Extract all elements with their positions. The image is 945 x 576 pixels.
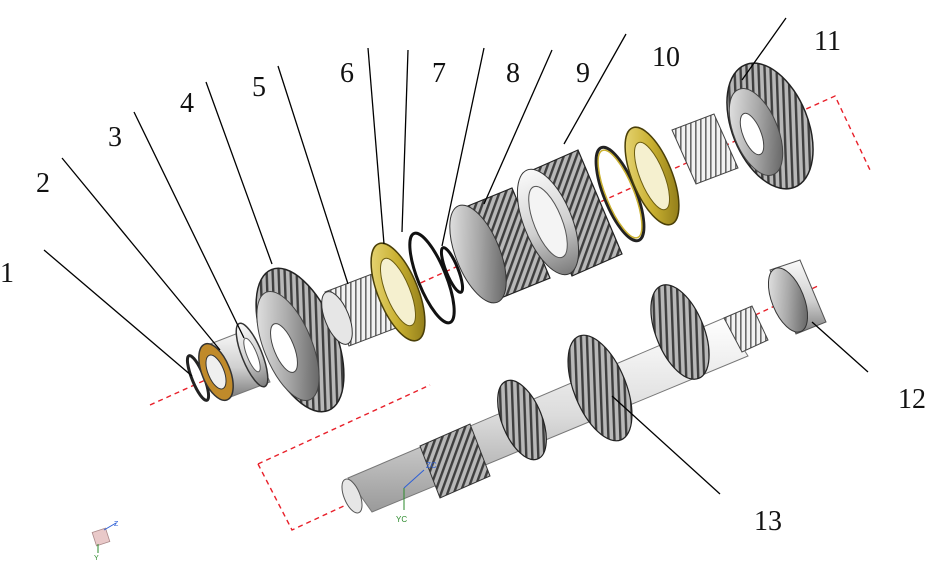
part-7-ring <box>408 231 465 325</box>
countershaft-gear-large <box>650 284 710 380</box>
axis-marker-zc: ZC <box>426 461 437 470</box>
part-8-synchronizer-hub <box>449 187 551 304</box>
callout-13: 13 <box>754 506 782 537</box>
upper-axis-box <box>149 95 871 406</box>
axis-marker: YC ZC <box>396 461 437 524</box>
part-3-thrust-washer <box>235 322 269 388</box>
callout-5: 5 <box>252 72 266 103</box>
callout-7: 7 <box>432 58 446 89</box>
axis-marker-yc: YC <box>396 515 407 524</box>
countershaft-gear-mid <box>567 334 633 442</box>
callout-10: 10 <box>652 42 680 73</box>
callout-12: 12 <box>898 384 926 415</box>
part-needle-bearing-b <box>671 113 739 185</box>
triad-z: Z <box>114 521 119 528</box>
callout-3: 3 <box>108 122 122 153</box>
part-6-synchronizer-ring <box>370 242 426 342</box>
leader-lines <box>43 17 869 495</box>
callout-6: 6 <box>340 58 354 89</box>
part-10-synchronizer-ring <box>624 126 680 226</box>
countershaft-gear-small <box>497 379 547 461</box>
triad-y: Y <box>94 555 99 562</box>
part-13-countershaft <box>341 305 769 514</box>
callout-4: 4 <box>180 88 194 119</box>
part-9-sleeve <box>516 149 623 277</box>
callout-11: 11 <box>814 26 841 57</box>
callout-9: 9 <box>576 58 590 89</box>
callout-8: 8 <box>506 58 520 89</box>
part-12-bearing <box>767 259 827 335</box>
callout-2: 2 <box>36 168 50 199</box>
callout-1: 1 <box>0 258 14 289</box>
part-11-helical-gear <box>726 62 814 190</box>
view-triad-icon: Z Y <box>91 521 119 562</box>
